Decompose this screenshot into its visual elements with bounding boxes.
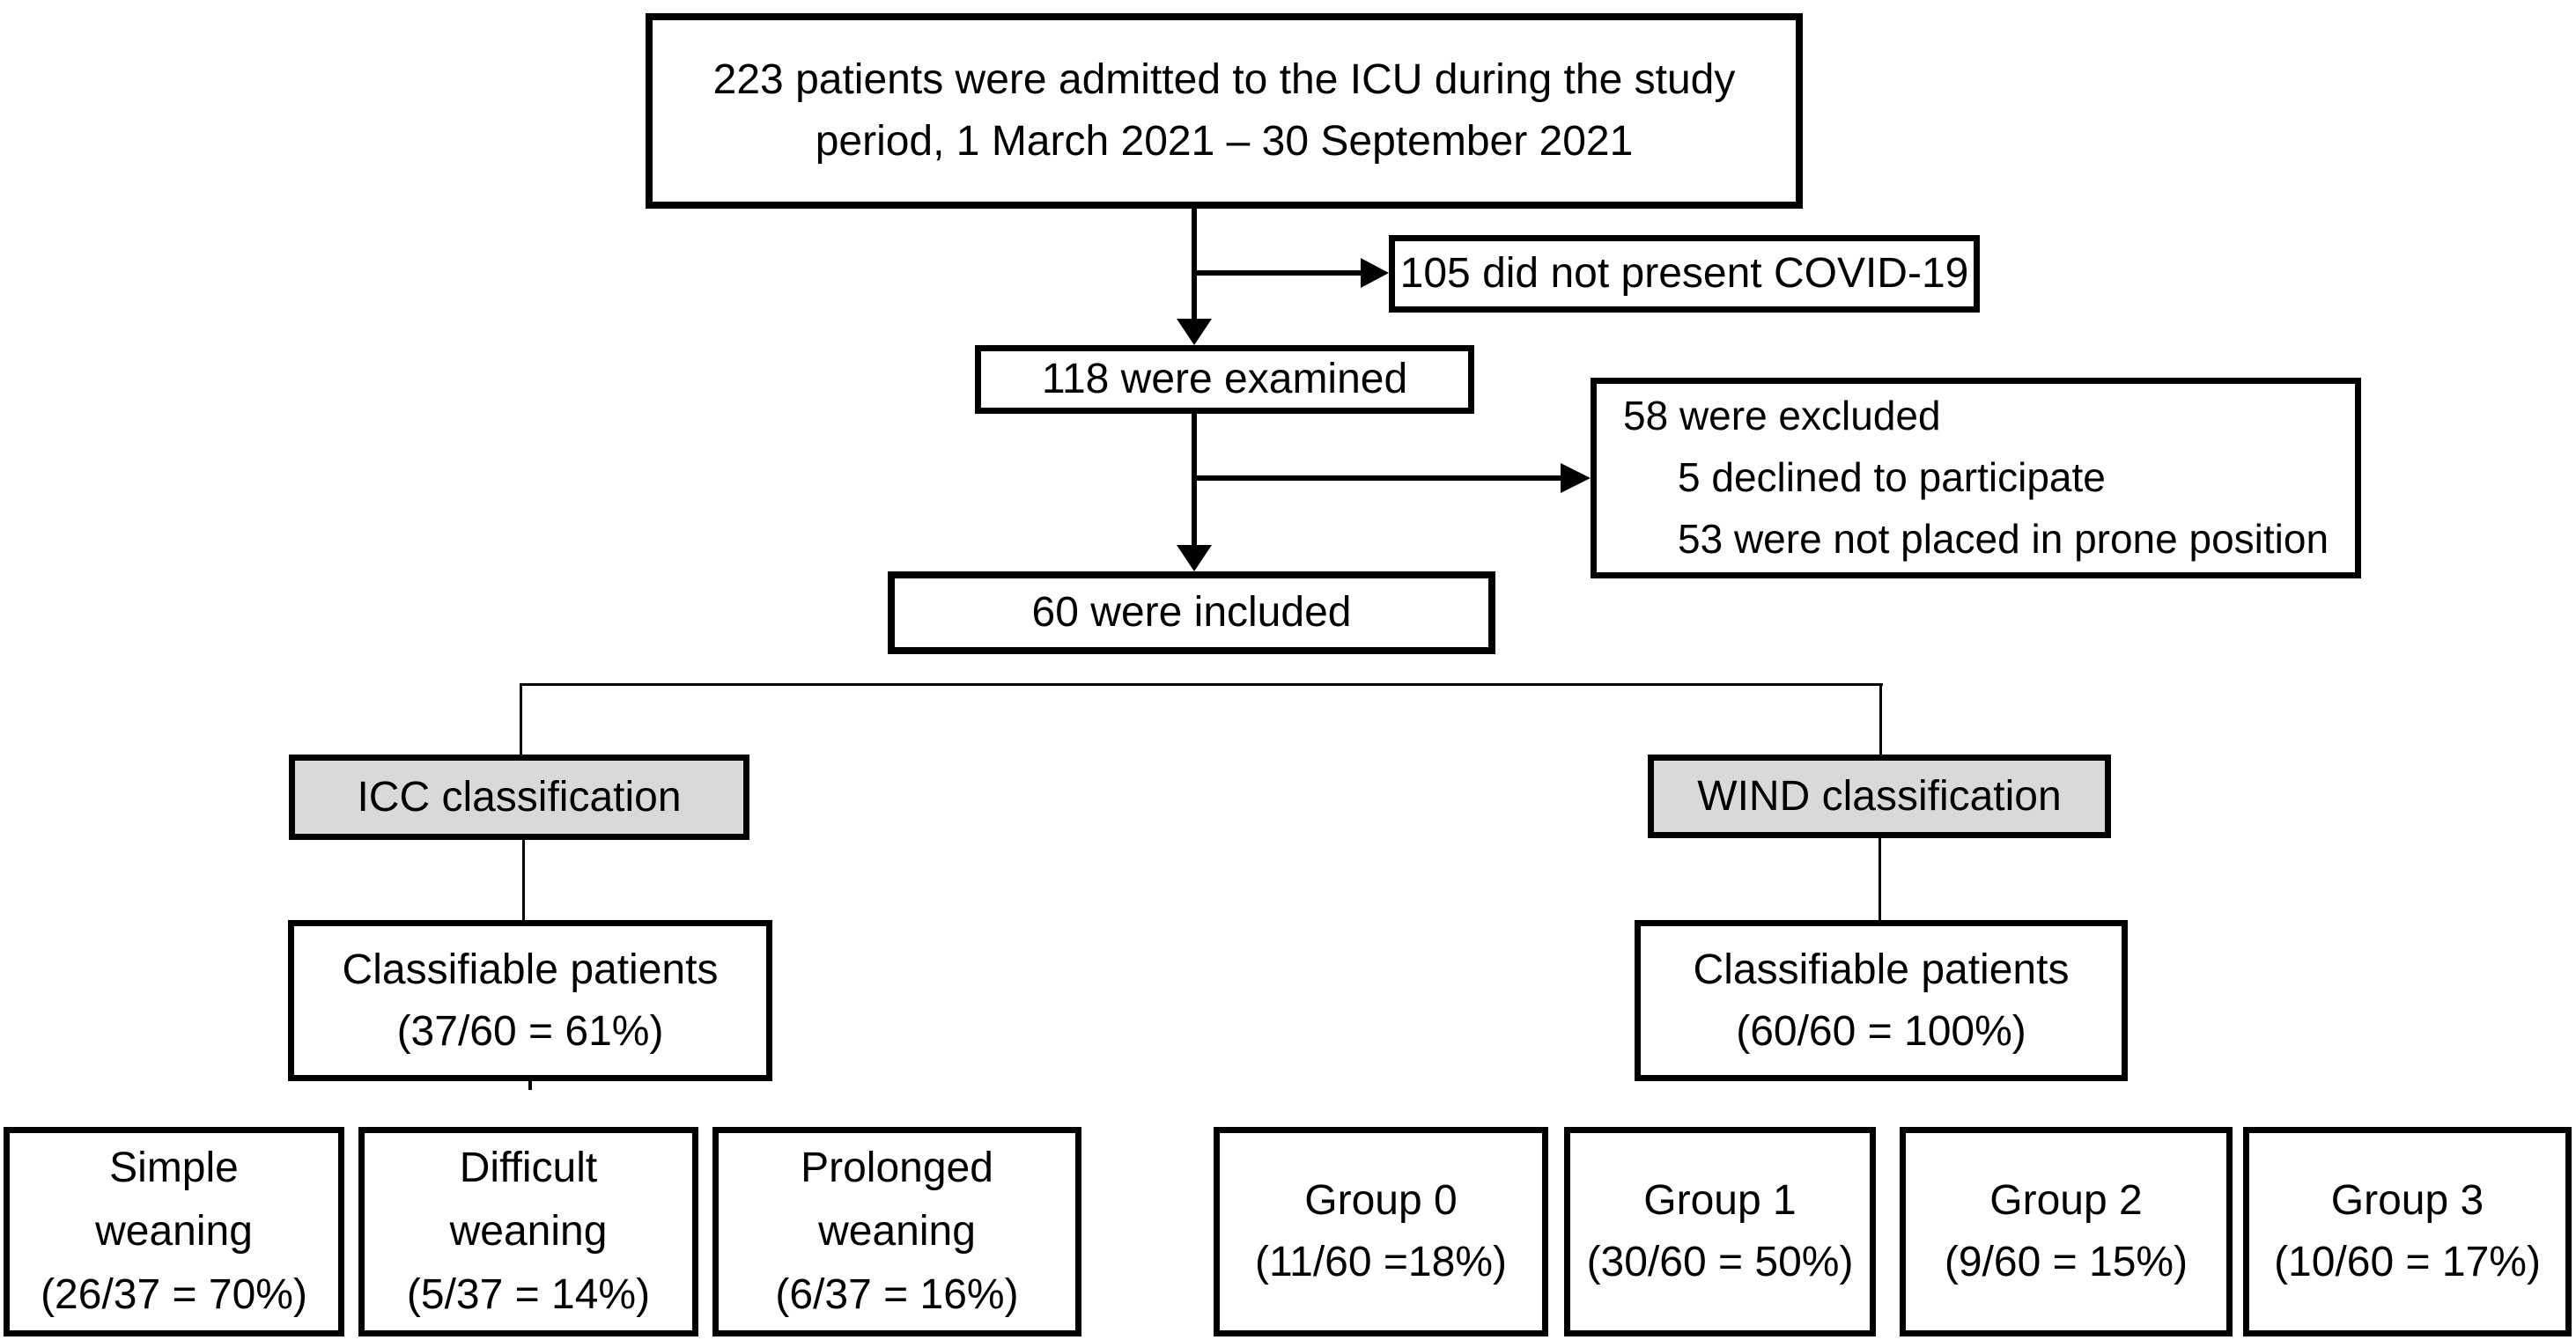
box-wind-classifiable: Classifiable patients (60/60 = 100%): [1635, 920, 2128, 1081]
box-examined: 118 were examined: [975, 345, 1474, 414]
box-icc-classification: ICC classification: [289, 755, 749, 840]
prolonged-weaning-line-1: Prolonged: [801, 1145, 993, 1191]
wind-classifiable-line-2: (60/60 = 100%): [1736, 1007, 2026, 1055]
arrowhead-right-excluded: [1561, 463, 1591, 493]
simple-weaning-line-3: (26/37 = 70%): [41, 1271, 307, 1318]
box-icc-classifiable: Classifiable patients (37/60 = 61%): [288, 920, 772, 1081]
connector-split-horizontal: [520, 683, 1883, 686]
box-group-3: Group 3 (10/60 = 17%): [2243, 1127, 2572, 1336]
difficult-weaning-line-1: Difficult: [459, 1145, 598, 1191]
connector-icc-classifiable-tick: [528, 1081, 532, 1090]
arrowhead-down-examined: [1177, 319, 1212, 345]
icc-classifiable-line-2: (37/60 = 61%): [396, 1007, 664, 1055]
group-1-line-2: (30/60 = 50%): [1586, 1239, 1854, 1285]
connector-branch-excluded: [1194, 475, 1562, 481]
box-not-covid: 105 did not present COVID-19: [1389, 235, 1980, 313]
excluded-line-3: 53 were not placed in prone position: [1678, 515, 2329, 562]
wind-classification-label: WIND classification: [1697, 772, 2062, 820]
connector-branch-not-covid: [1194, 270, 1363, 276]
group-0-line-2: (11/60 =18%): [1255, 1239, 1507, 1285]
admitted-line-2: period, 1 March 2021 – 30 September 2021: [815, 118, 1634, 165]
connector-split-left-stub: [520, 683, 522, 755]
group-1-line-1: Group 1: [1643, 1177, 1797, 1225]
connector-icc-down: [522, 840, 525, 920]
simple-weaning-line-1: Simple: [109, 1145, 239, 1191]
box-group-1: Group 1 (30/60 = 50%): [1564, 1127, 1876, 1336]
excluded-line-1: 58 were excluded: [1623, 393, 1941, 439]
group-3-line-1: Group 3: [2330, 1177, 2484, 1225]
arrowhead-right-not-covid: [1361, 258, 1389, 288]
difficult-weaning-line-2: weaning: [449, 1208, 608, 1255]
excluded-line-2: 5 declined to participate: [1678, 454, 2106, 501]
difficult-weaning-line-3: (5/37 = 14%): [406, 1271, 651, 1318]
wind-classifiable-line-1: Classifiable patients: [1693, 946, 2070, 993]
box-included: 60 were included: [888, 571, 1495, 654]
box-group-0: Group 0 (11/60 =18%): [1214, 1127, 1548, 1336]
box-prolonged-weaning: Prolonged weaning (6/37 = 16%): [712, 1127, 1081, 1336]
connector-wind-down: [1878, 838, 1881, 920]
box-excluded: 58 were excluded 5 declined to participa…: [1591, 378, 2361, 578]
box-wind-classification: WIND classification: [1648, 755, 2111, 838]
icc-classification-label: ICC classification: [357, 773, 682, 821]
box-group-2: Group 2 (9/60 = 15%): [1900, 1127, 2233, 1336]
connector-examined-down: [1192, 414, 1197, 548]
group-2-line-1: Group 2: [1989, 1177, 2143, 1225]
simple-weaning-line-2: weaning: [95, 1208, 253, 1255]
box-simple-weaning: Simple weaning (26/37 = 70%): [4, 1127, 344, 1336]
examined-label: 118 were examined: [1041, 356, 1408, 403]
not-covid-label: 105 did not present COVID-19: [1399, 250, 1969, 298]
box-difficult-weaning: Difficult weaning (5/37 = 14%): [358, 1127, 698, 1336]
group-0-line-1: Group 0: [1304, 1177, 1458, 1225]
arrowhead-down-included: [1177, 545, 1212, 571]
icc-classifiable-line-1: Classifiable patients: [342, 946, 719, 993]
prolonged-weaning-line-3: (6/37 = 16%): [775, 1271, 1019, 1318]
box-admitted: 223 patients were admitted to the ICU du…: [646, 13, 1803, 209]
included-label: 60 were included: [1031, 589, 1352, 637]
connector-split-right-stub: [1879, 683, 1882, 755]
group-3-line-2: (10/60 = 17%): [2274, 1239, 2541, 1285]
connector-admitted-down: [1192, 209, 1197, 321]
admitted-line-1: 223 patients were admitted to the ICU du…: [712, 56, 1736, 104]
prolonged-weaning-line-2: weaning: [818, 1208, 976, 1255]
group-2-line-2: (9/60 = 15%): [1944, 1239, 2188, 1285]
